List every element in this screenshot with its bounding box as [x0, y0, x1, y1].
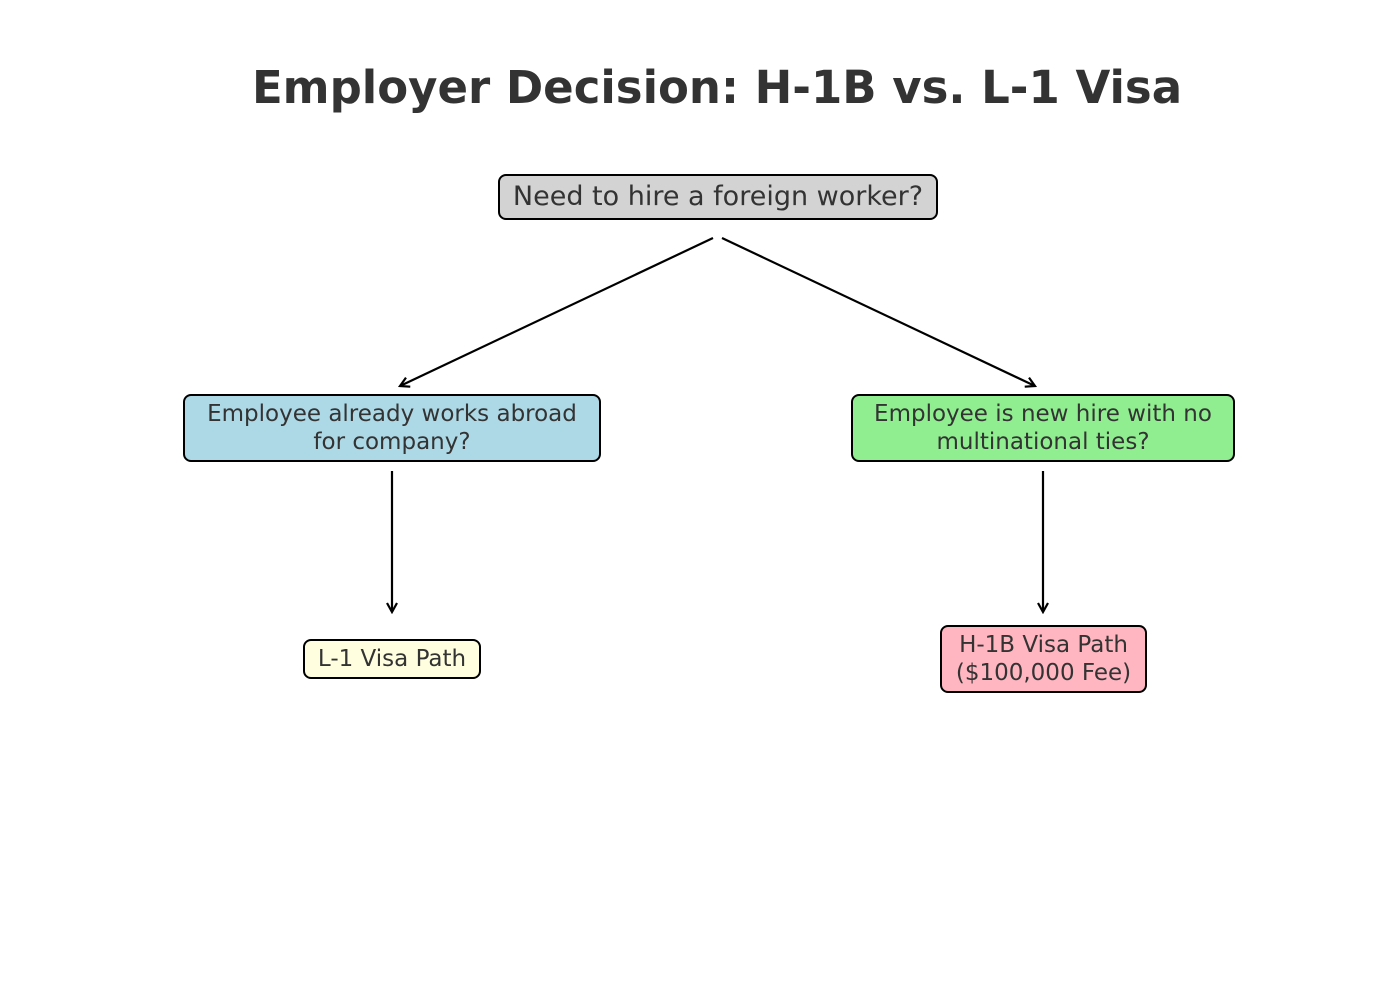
- diagram-title: Employer Decision: H-1B vs. L-1 Visa: [251, 61, 1183, 114]
- node-need-foreign-worker: Need to hire a foreign worker?: [498, 174, 938, 220]
- node-h1b-visa-path: H-1B Visa Path ($100,000 Fee): [940, 625, 1147, 693]
- arrow-root-to-right: [721, 237, 1035, 386]
- node-l1-visa-path: L-1 Visa Path: [303, 639, 481, 679]
- arrow-root-to-left: [400, 237, 714, 386]
- node-new-hire-no-ties: Employee is new hire with no multination…: [851, 394, 1235, 462]
- node-employee-works-abroad: Employee already works abroad for compan…: [183, 394, 601, 462]
